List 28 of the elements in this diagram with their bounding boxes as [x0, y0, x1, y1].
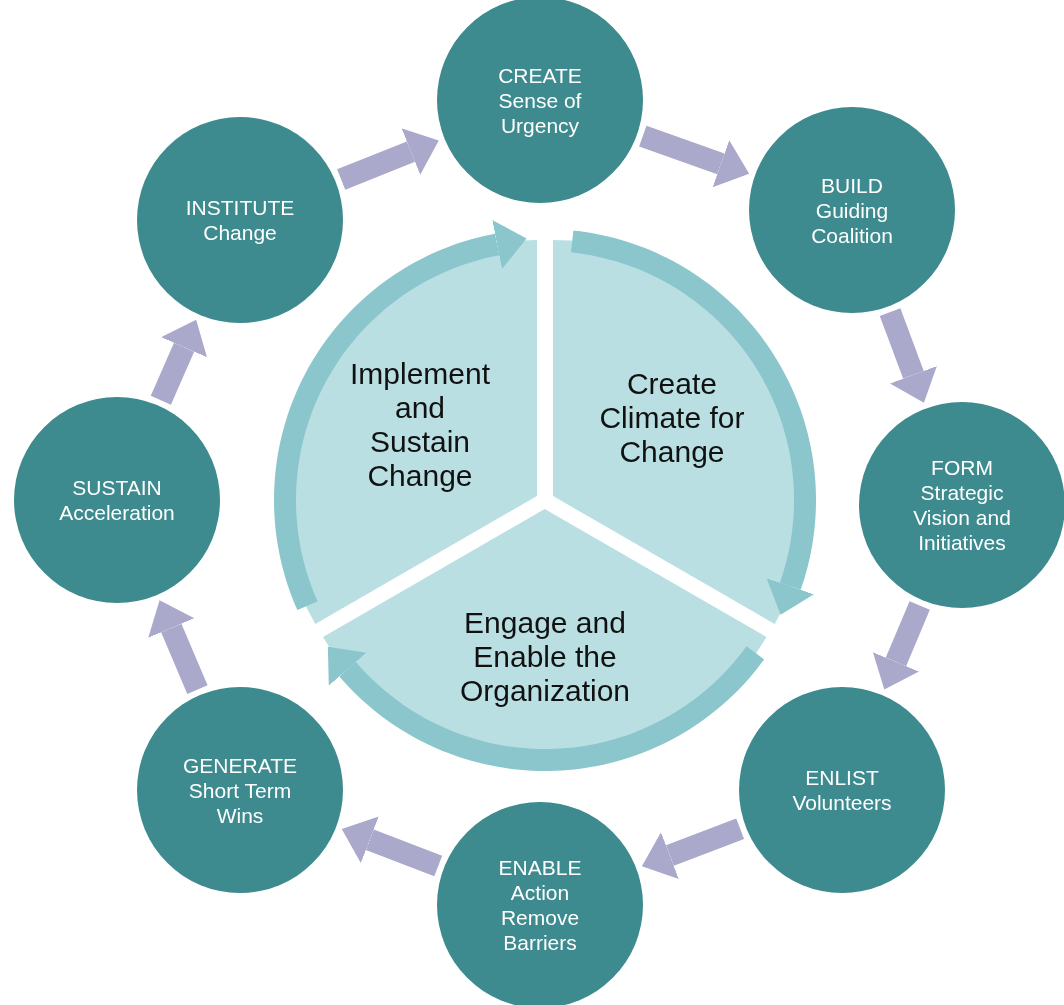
step-text: Short Term Wins	[187, 777, 293, 828]
step-text: Action Remove Barriers	[499, 880, 581, 955]
step-title: ENLIST	[805, 765, 879, 790]
step-text: Volunteers	[792, 790, 892, 815]
circular-arrow	[327, 646, 765, 771]
step-title: SUSTAIN	[72, 475, 162, 500]
block-arrow	[641, 818, 745, 879]
segment-label: Create Climate for Change	[598, 367, 746, 469]
step-title: CREATE	[498, 62, 582, 88]
step-text: Sense of Urgency	[497, 87, 583, 138]
step-title: GENERATE	[183, 752, 297, 778]
segment-label: Implement and Sustain Change	[348, 357, 491, 493]
block-arrow	[639, 125, 750, 188]
step-title: ENABLE	[498, 855, 582, 880]
block-arrow	[341, 816, 443, 877]
step-title: BUILD	[821, 172, 883, 198]
block-arrow	[150, 319, 207, 405]
block-arrow	[879, 308, 937, 403]
step-title: INSTITUTE	[185, 195, 295, 220]
block-arrow	[148, 600, 208, 694]
step-text: Guiding Coalition	[810, 197, 894, 248]
segment-label: Engage and Enable the Organization	[458, 606, 632, 708]
step-text: Change	[203, 220, 277, 245]
step-title: FORM	[931, 455, 993, 480]
block-arrow	[872, 601, 930, 690]
step-text: Acceleration	[59, 500, 175, 525]
step-text: Strategic Vision and Initiatives	[912, 480, 1012, 555]
block-arrow	[337, 128, 439, 190]
